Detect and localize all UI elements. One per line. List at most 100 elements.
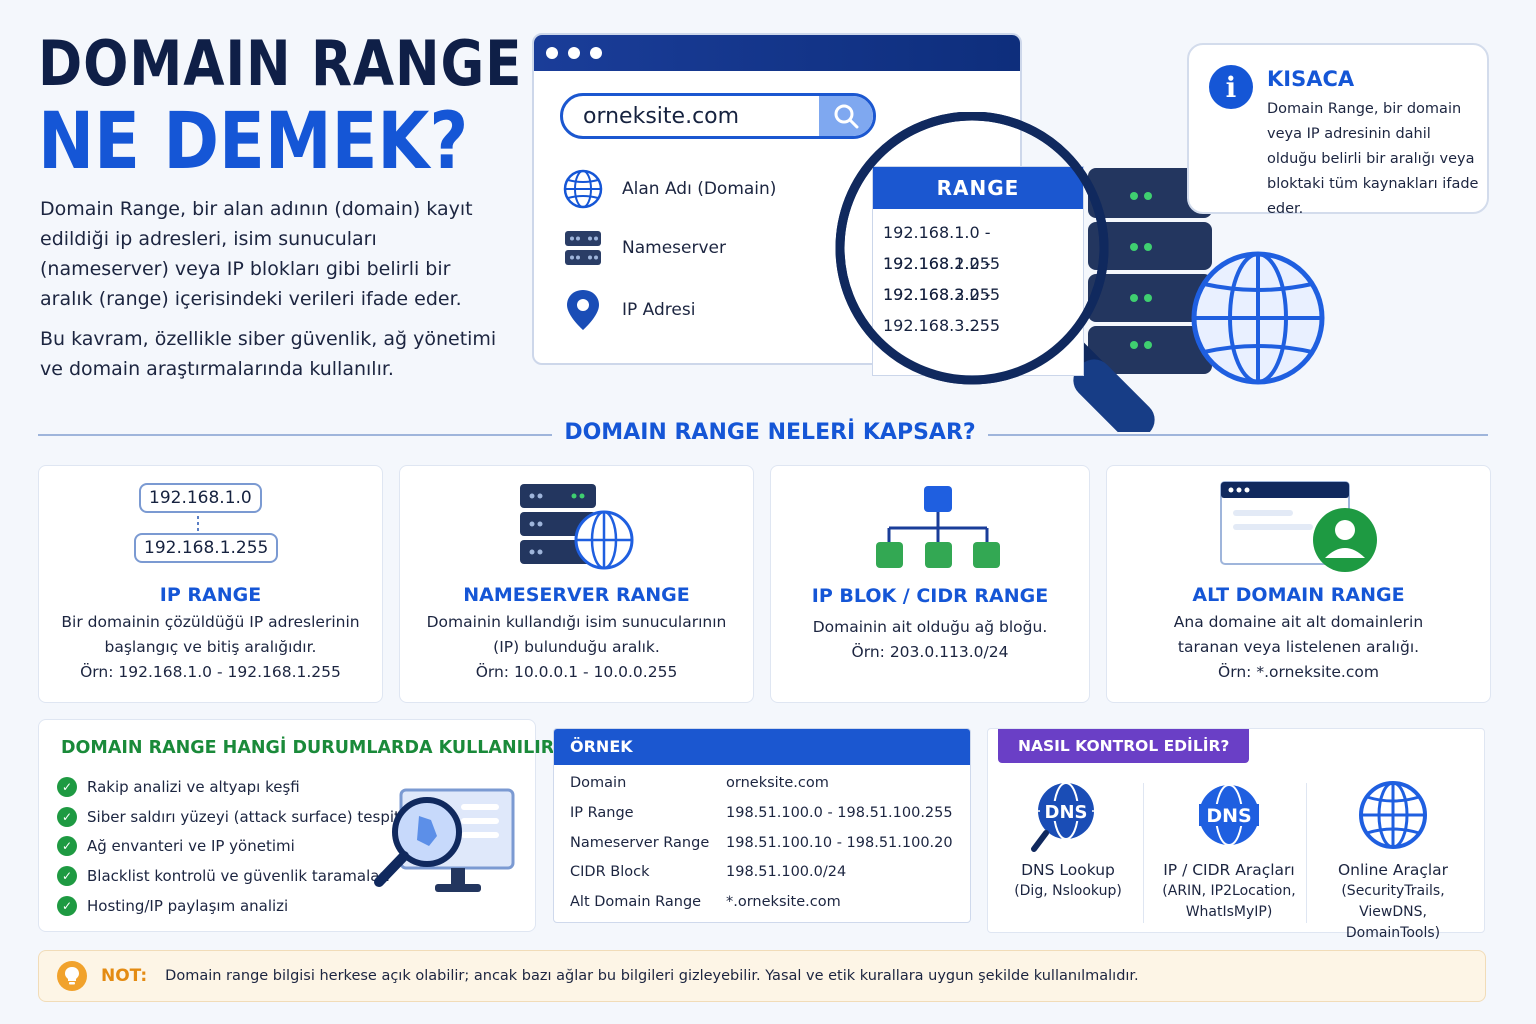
card-text: Ana domaine ait alt domainlerin taranan … xyxy=(1117,610,1480,685)
row-value: 198.51.100.0/24 xyxy=(726,864,847,880)
server-rack-illustration xyxy=(1088,168,1325,385)
row-value: *.orneksite.com xyxy=(726,894,841,910)
table-row: Alt Domain Range *.orneksite.com xyxy=(570,894,841,910)
tool-sub: DomainTools) xyxy=(1345,925,1441,941)
section-divider-right xyxy=(988,434,1488,436)
check-icon: ✓ xyxy=(57,776,77,797)
tool-label: DNS Lookup xyxy=(1021,861,1115,879)
window-dot-icon xyxy=(568,47,580,59)
card-text: Domainin kullandığı isim sunucularının (… xyxy=(410,610,743,685)
monitor-magnifier-icon xyxy=(374,788,515,892)
tool-sub: (ARIN, IP2Location, xyxy=(1162,883,1296,899)
section-divider-left xyxy=(38,434,552,436)
use-cases-box: DOMAIN RANGE HANGİ DURUMLARDA KULLANILIR… xyxy=(38,719,564,932)
card-nameserver-range: NAMESERVER RANGE Domainin kullandığı isi… xyxy=(399,465,754,703)
tool-sub: (SecurityTrails, ViewDNS, xyxy=(1341,883,1445,920)
domain-search-box[interactable]: orneksite.com xyxy=(560,93,876,139)
card-text-line: Ana domaine ait alt domainlerin xyxy=(1173,613,1424,631)
dns-badge: DNS xyxy=(1206,805,1251,827)
intro-paragraph-1: Domain Range, bir alan adının (domain) k… xyxy=(40,198,473,310)
tool-ip-cidr: DNS IP / CIDR Araçları (ARIN, IP2Locatio… xyxy=(1149,779,1309,923)
card-text-line: Örn: 10.0.0.1 - 10.0.0.255 xyxy=(475,663,678,681)
list-item: ✓ Ağ envanteri ve IP yönetimi xyxy=(57,832,404,862)
check-icon: ✓ xyxy=(57,896,77,917)
card-text-line: Örn: 203.0.113.0/24 xyxy=(851,643,1009,661)
card-text-line: Domainin kullandığı isim sunucularının xyxy=(426,613,727,631)
browser-row-nameserver: Nameserver xyxy=(562,227,726,269)
card-subdomain-range: ALT DOMAIN RANGE Ana domaine ait alt dom… xyxy=(1106,465,1491,703)
row-key: Alt Domain Range xyxy=(570,894,702,910)
tool-label: IP / CIDR Araçları xyxy=(1163,861,1295,879)
browser-row-label: Alan Adı (Domain) xyxy=(622,179,777,199)
card-title: ALT DOMAIN RANGE xyxy=(1192,584,1405,606)
card-text-line: Örn: *.orneksite.com xyxy=(1218,663,1379,681)
tool-label: Online Araçlar xyxy=(1337,861,1449,879)
dns-magnifier-icon: DNS xyxy=(1031,782,1094,852)
card-text-line: Bir domainin çözüldüğü IP adreslerinin xyxy=(61,613,360,631)
use-cases-list: ✓Rakip analizi ve altyapı keşfi ✓Siber s… xyxy=(57,772,404,921)
list-item-label: Ağ envanteri ve IP yönetimi xyxy=(87,837,295,856)
check-icon: ✓ xyxy=(57,836,77,857)
info-icon: i xyxy=(1209,65,1253,109)
intro-paragraph-2: Bu kavram, özellikle siber güvenlik, ağ … xyxy=(40,328,497,380)
card-text-line: taranan veya listelenen aralığı. xyxy=(1177,638,1420,656)
list-item-label: Siber saldırı yüzeyi (attack surface) te… xyxy=(87,807,405,826)
row-key: CIDR Block xyxy=(570,864,650,880)
note-bar: NOT: Domain range bilgisi herkese açık o… xyxy=(38,950,1486,1002)
range-line: 192.168.1.0 - 192.168.1.255 xyxy=(883,223,1001,273)
card-title: NAMESERVER RANGE xyxy=(463,584,690,606)
card-text: Domainin ait olduğu ağ bloğu. Örn: 203.0… xyxy=(781,615,1079,665)
list-item-label: Blacklist kontrolü ve güvenlik taramalar… xyxy=(87,867,390,886)
browser-user-icon xyxy=(1220,481,1377,572)
range-line: 192.168.3.0 - 192.168.3.255 xyxy=(883,285,1001,335)
row-value: 198.51.100.0 - 198.51.100.255 xyxy=(726,805,953,821)
list-item-label: Hosting/IP paylaşım analizi xyxy=(87,897,289,916)
row-key: Domain xyxy=(570,775,627,791)
card-text-line: başlangıç ve bitiş aralığıdır. xyxy=(104,638,317,656)
row-value: orneksite.com xyxy=(726,775,829,791)
window-dot-icon xyxy=(546,47,558,59)
card-title: IP RANGE xyxy=(159,584,262,606)
row-key: IP Range xyxy=(570,805,634,821)
tool-online: Online Araçlar (SecurityTrails, ViewDNS,… xyxy=(1313,779,1473,944)
divider xyxy=(1143,783,1144,923)
browser-row-label: IP Adresi xyxy=(622,300,696,320)
ip-end-pill: 192.168.1.255 xyxy=(134,533,279,563)
dns-globe-icon: DNS xyxy=(1199,784,1259,846)
globe-icon xyxy=(563,169,603,209)
window-dot-icon xyxy=(590,47,602,59)
how-to-check-title: NASIL KONTROL EDİLİR? xyxy=(998,729,1250,763)
globe-icon xyxy=(1191,251,1325,385)
server-icon xyxy=(565,231,601,265)
summary-title: KISACA xyxy=(1267,67,1355,91)
card-text: Bir domainin çözüldüğü IP adreslerinin b… xyxy=(49,610,372,685)
card-cidr-range: IP BLOK / CIDR RANGE Domainin ait olduğu… xyxy=(770,465,1090,703)
card-text-line: (IP) bulunduğu aralık. xyxy=(493,638,660,656)
page-title-line2: NE DEMEK? xyxy=(38,97,469,187)
list-item: ✓Siber saldırı yüzeyi (attack surface) t… xyxy=(57,802,404,832)
how-to-check-box: NASIL KONTROL EDİLİR? DNS DNS Lookup (Di… xyxy=(987,728,1485,941)
tool-sub: (Dig, Nslookup) xyxy=(1014,883,1122,899)
lightbulb-icon xyxy=(57,961,87,991)
search-input[interactable]: orneksite.com xyxy=(583,103,740,129)
dns-badge: DNS xyxy=(1045,802,1088,823)
summary-box: i KISACA Domain Range, bir domain veya I… xyxy=(1187,43,1489,217)
section-title: DOMAIN RANGE NELERİ KAPSAR? xyxy=(564,420,976,445)
note-text: Domain range bilgisi herkese açık olabil… xyxy=(165,968,1139,984)
list-item: ✓Blacklist kontrolü ve güvenlik taramala… xyxy=(57,861,404,891)
browser-row-label: Nameserver xyxy=(622,238,726,258)
server-globe-icon xyxy=(520,484,634,570)
browser-row-ip: IP Adresi xyxy=(562,287,695,333)
note-label: NOT: xyxy=(101,966,148,986)
tool-dns-lookup: DNS DNS Lookup (Dig, Nslookup) xyxy=(988,779,1148,902)
use-cases-title: DOMAIN RANGE HANGİ DURUMLARDA KULLANILIR… xyxy=(61,738,565,758)
server-rack-icon xyxy=(1088,168,1212,374)
table-row: Domain orneksite.com xyxy=(570,775,829,791)
tool-sub: WhatIsMyIP) xyxy=(1185,904,1273,920)
list-item: ✓ Hosting/IP paylaşım analizi xyxy=(57,891,404,921)
network-tree-icon xyxy=(876,486,1000,568)
browser-title-bar xyxy=(534,35,1020,71)
range-list: 192.168.1.0 - 192.168.1.255 192.168.2.0 … xyxy=(873,209,1083,341)
